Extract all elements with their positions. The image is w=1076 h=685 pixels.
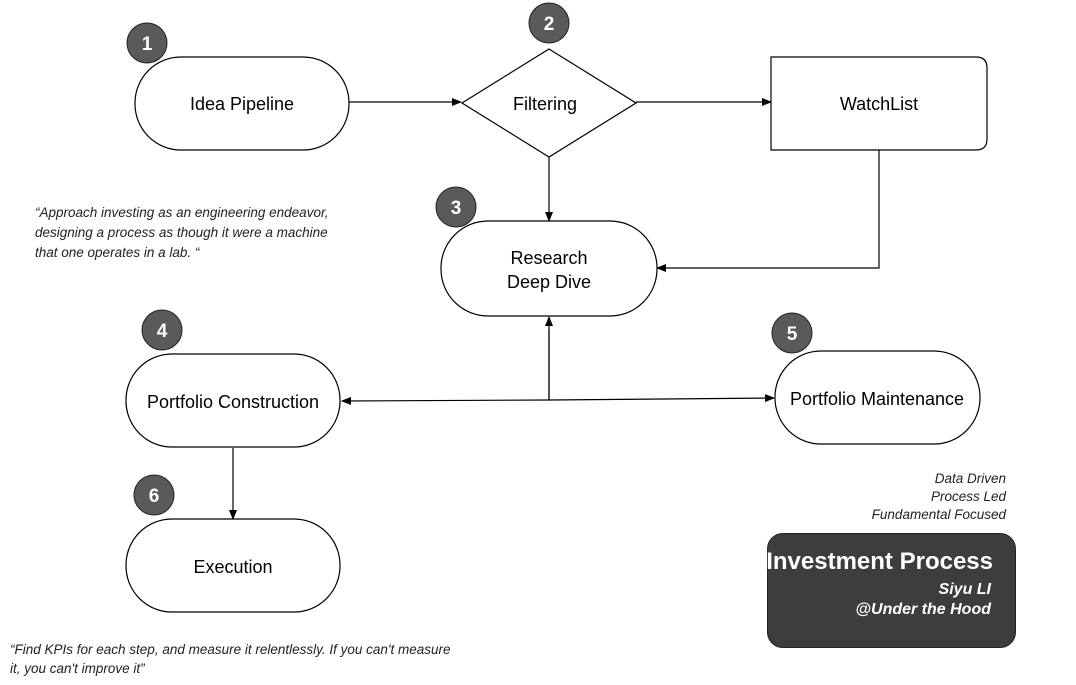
node-watchlist: WatchList xyxy=(770,56,988,151)
filtering-label: Filtering xyxy=(513,94,577,114)
portfolio-maintenance-label: Portfolio Maintenance xyxy=(790,389,964,409)
kpi-quote: “Find KPIs for each step, and measure it… xyxy=(10,640,451,678)
arrow-watchlist-to-research xyxy=(656,150,880,272)
title-card-author: Siyu LI xyxy=(938,581,991,598)
engineering-quote-line2: designing a process as though it were a … xyxy=(35,225,328,240)
execution-label: Execution xyxy=(193,557,272,577)
arrow-to-portfolio-maintenance xyxy=(548,394,775,403)
arrow-to-portfolio-construction xyxy=(341,396,550,405)
title-card-handle: @Under the Hood xyxy=(855,601,991,618)
engineering-quote: “Approach investing as an engineering en… xyxy=(35,203,328,263)
title-card-title: Investment Process xyxy=(766,548,993,575)
tagline-line2: Process Led xyxy=(930,489,1006,504)
tagline-line3: Fundamental Focused xyxy=(871,507,1006,522)
connectors xyxy=(229,98,880,520)
research-label-line2: Deep Dive xyxy=(507,272,591,292)
step-badge-6: 6 xyxy=(133,474,175,516)
step-badge-3: 3 xyxy=(435,186,477,228)
step-badge-4: 4 xyxy=(141,309,183,351)
kpi-quote-line1: “Find KPIs for each step, and measure it… xyxy=(10,642,451,657)
tagline: Data Driven Process Led Fundamental Focu… xyxy=(872,470,1006,524)
node-portfolio-construction: Portfolio Construction xyxy=(125,353,341,448)
node-idea-pipeline: Idea Pipeline xyxy=(134,56,350,151)
step-badge-2: 2 xyxy=(528,2,570,44)
kpi-quote-line2: it, you can't improve it” xyxy=(10,661,145,676)
portfolio-construction-label: Portfolio Construction xyxy=(147,392,319,412)
engineering-quote-line3: that one operates in a lab. “ xyxy=(35,245,200,260)
svg-text:5: 5 xyxy=(787,324,798,345)
node-filtering: Filtering xyxy=(460,48,638,158)
svg-text:4: 4 xyxy=(157,321,168,342)
node-execution: Execution xyxy=(125,518,341,613)
title-card: Investment Process Siyu LI @Under the Ho… xyxy=(766,533,1016,648)
step-badge-1: 1 xyxy=(126,22,168,64)
svg-text:1: 1 xyxy=(142,34,153,55)
node-portfolio-maintenance: Portfolio Maintenance xyxy=(774,350,981,445)
tagline-line1: Data Driven xyxy=(934,471,1006,486)
svg-text:6: 6 xyxy=(149,486,160,507)
engineering-quote-line1: “Approach investing as an engineering en… xyxy=(35,205,329,220)
watchlist-label: WatchList xyxy=(840,94,918,114)
svg-text:3: 3 xyxy=(451,198,462,219)
node-research-deep-dive: Research Deep Dive xyxy=(440,220,658,317)
research-label-line1: Research xyxy=(510,248,587,268)
idea-pipeline-label: Idea Pipeline xyxy=(190,94,294,114)
step-badge-5: 5 xyxy=(771,312,813,354)
svg-text:2: 2 xyxy=(544,14,555,35)
